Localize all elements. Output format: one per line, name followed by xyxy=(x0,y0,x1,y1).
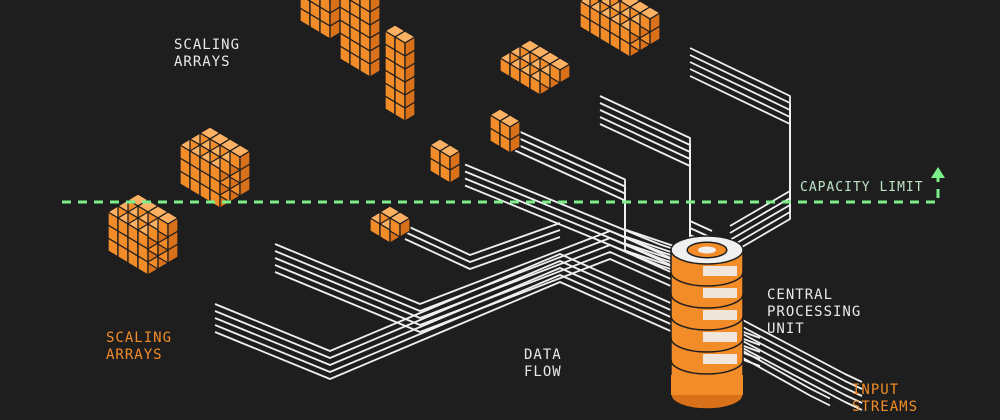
arrow-up-icon xyxy=(931,167,945,178)
cube-icon xyxy=(319,0,341,14)
scaling-arrays-left-label: SCALING ARRAYS xyxy=(106,330,173,363)
capacity-limit-label: CAPACITY LIMIT xyxy=(800,180,924,195)
scaling-arrays-top-label: SCALING ARRAYS xyxy=(174,37,241,70)
scaling-array-cubes xyxy=(107,0,661,276)
data-wire xyxy=(274,230,701,305)
cube-icon xyxy=(439,144,461,171)
data-wire xyxy=(599,95,713,232)
data-wire xyxy=(514,149,691,274)
input-streams-label: INPUT STREAMS xyxy=(852,382,919,415)
data-wire xyxy=(734,345,831,400)
data-wire xyxy=(274,237,701,312)
cube-icon xyxy=(359,0,381,13)
data-wire xyxy=(274,251,701,326)
capacity-limit-line xyxy=(62,167,945,204)
data-wire xyxy=(599,102,713,239)
data-wire xyxy=(734,336,863,404)
data-wire xyxy=(734,329,863,397)
data-wire xyxy=(734,315,863,383)
cpu-label: CENTRAL PROCESSING UNIT xyxy=(767,287,862,337)
data-wire xyxy=(689,47,791,227)
data-wire xyxy=(689,54,791,234)
cube-icon xyxy=(229,144,251,171)
data-wire xyxy=(274,244,701,319)
data-wire xyxy=(734,322,863,390)
cube-icon xyxy=(499,114,521,141)
data-wire xyxy=(734,343,863,411)
data-wire xyxy=(599,116,713,253)
cube-icon xyxy=(394,30,416,57)
data-flow-label: DATA FLOW xyxy=(524,347,562,380)
cube-icon xyxy=(549,57,571,84)
limit-dashed-line xyxy=(62,175,940,204)
data-wire xyxy=(404,222,561,256)
cube-icon xyxy=(639,6,661,33)
cube-icon xyxy=(389,211,411,238)
data-wire xyxy=(689,75,791,255)
data-wire xyxy=(404,236,561,270)
data-wire xyxy=(734,352,831,407)
cylinder-icon xyxy=(670,235,744,410)
data-wire xyxy=(404,229,561,263)
data-wire xyxy=(274,258,701,333)
data-wire xyxy=(599,109,713,246)
cube-icon xyxy=(157,211,179,238)
